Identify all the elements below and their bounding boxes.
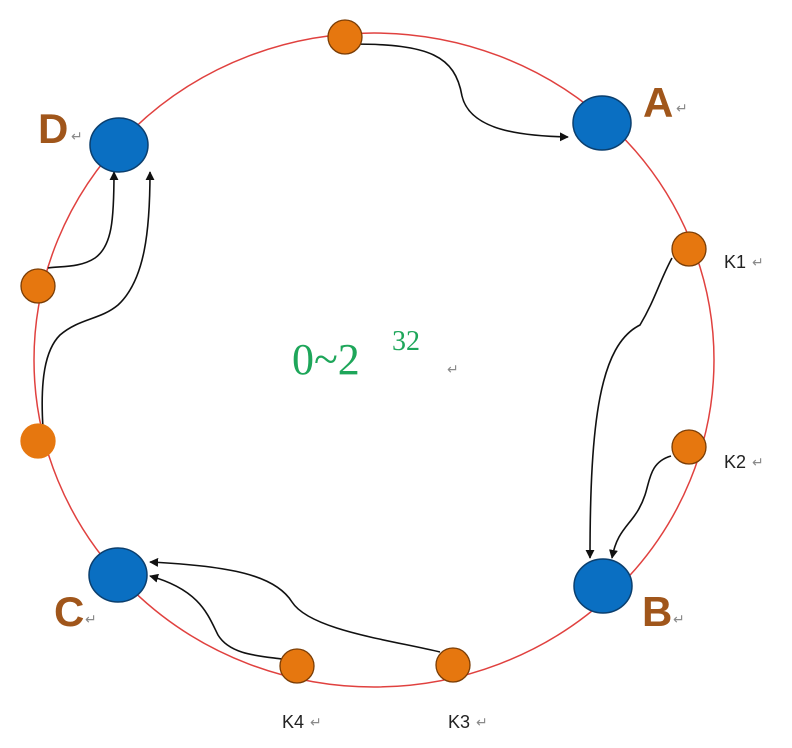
server-node-b: [573, 558, 633, 614]
key-node-top: [327, 19, 363, 55]
key-node-k3: [435, 647, 471, 683]
arrow-k2-to-b: [609, 455, 672, 559]
key-node-k4: [279, 648, 315, 684]
server-mark-d: ↵: [71, 129, 83, 145]
hash-range-label: 0~2: [292, 335, 360, 384]
server-mark-b: ↵: [673, 612, 685, 628]
arrow-left-key-upper-to-d: [47, 171, 119, 269]
key-label-k2: K2: [724, 452, 746, 472]
arrow-k1-to-b: [585, 257, 673, 559]
key-label-k3: K3: [448, 712, 470, 732]
key-mark-k4: ↵: [310, 715, 322, 731]
hash-range-mark: ↵: [447, 362, 459, 378]
key-node-k2: [671, 429, 707, 465]
server-mark-c: ↵: [85, 612, 97, 628]
server-label-b: B: [642, 588, 672, 635]
server-label-d: D: [38, 105, 68, 152]
arrow-top-key-to-a: [351, 43, 569, 142]
hash-range-exponent: 32: [392, 326, 420, 357]
key-label-k1: K1: [724, 252, 746, 272]
server-node-d: [89, 117, 149, 173]
key-node-left-lower: [20, 423, 56, 459]
hash-ring: [33, 32, 715, 688]
arrow-k4-to-c: [149, 573, 283, 660]
key-node-left-upper: [20, 268, 56, 304]
server-node-a: [572, 95, 632, 151]
key-node-k1: [671, 231, 707, 267]
server-label-a: A: [643, 79, 673, 126]
server-node-c: [88, 547, 148, 603]
key-label-k4: K4: [282, 712, 304, 732]
key-mark-k2: ↵: [752, 455, 764, 471]
arrow-k3-to-c: [149, 557, 441, 653]
key-mark-k3: ↵: [476, 715, 488, 731]
server-mark-a: ↵: [676, 101, 688, 117]
key-mark-k1: ↵: [752, 255, 764, 271]
arrow-left-key-lower-to-d: [41, 171, 155, 429]
server-label-c: C: [54, 588, 84, 635]
